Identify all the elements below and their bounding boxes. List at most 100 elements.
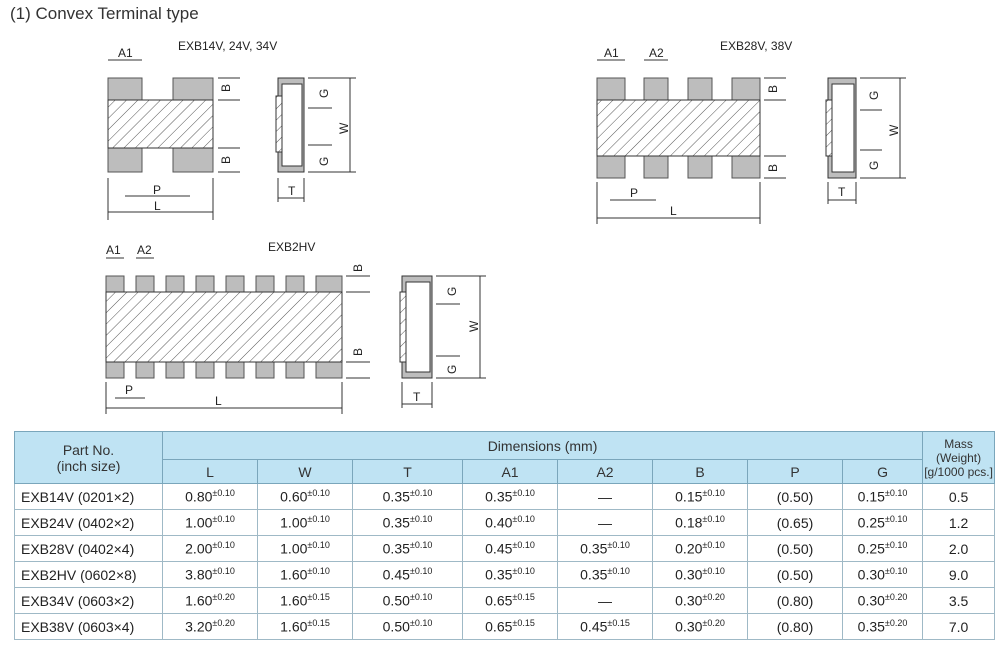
tolerance-value: ±0.20 — [884, 618, 908, 629]
dimension-cell-w: 1.00±0.10 — [257, 509, 353, 536]
dimension-cell-a2: 0.45±0.15 — [557, 613, 653, 640]
dimension-cell-a2: 0.35±0.10 — [557, 561, 653, 588]
dimensions-table: Part No. (inch size) Dimensions (mm) Mas… — [14, 431, 996, 640]
tolerance-value: ±0.10 — [409, 566, 433, 577]
dimension-cell-g: 0.30±0.10 — [841, 561, 924, 588]
part-number-cell: EXB14V (0201×2) — [14, 483, 163, 510]
mass-cell: 3.5 — [922, 587, 996, 614]
tolerance-value: ±0.10 — [702, 540, 725, 551]
dimension-cell-p: (0.50) — [747, 535, 843, 562]
tolerance-value: ±0.10 — [307, 488, 330, 499]
dimension-value: 0.35 — [485, 566, 513, 583]
diagram-title-exb14v: EXB14V, 24V, 34V — [178, 39, 277, 53]
col-header-b: B — [652, 459, 748, 484]
dimension-value: 0.18 — [675, 514, 703, 531]
tolerance-value: ±0.10 — [409, 540, 433, 551]
dimension-value: (0.80) — [776, 618, 814, 635]
dimension-cell-t: 0.35±0.10 — [352, 483, 463, 510]
mass-cell: 7.0 — [922, 613, 996, 640]
col-header-w: W — [257, 459, 353, 484]
dimension-value: (0.65) — [776, 514, 814, 531]
dim-a1-label: A1 — [106, 243, 121, 257]
part-no-header-line2: (inch size) — [56, 457, 121, 474]
tolerance-value: ±0.10 — [212, 488, 235, 499]
dimension-cell-t: 0.50±0.10 — [352, 613, 463, 640]
part-number-cell: EXB28V (0402×4) — [14, 535, 163, 562]
dimension-value: 0.35 — [580, 566, 608, 583]
dimension-value: 0.30 — [857, 592, 885, 609]
tolerance-value: ±0.10 — [212, 540, 235, 551]
dimension-value: 0.30 — [857, 566, 885, 583]
dimension-cell-g: 0.25±0.10 — [841, 509, 924, 536]
dimension-value: 0.65 — [485, 592, 513, 609]
dimension-value: 3.20 — [185, 618, 213, 635]
tolerance-value: ±0.10 — [702, 566, 725, 577]
col-header-a2: A2 — [557, 459, 653, 484]
dimension-value: 0.15 — [857, 488, 885, 505]
dimension-value: 1.00 — [280, 514, 308, 531]
tolerance-value: ±0.10 — [884, 514, 908, 525]
dim-a2-label: A2 — [649, 46, 664, 60]
dimension-cell-b: 0.30±0.20 — [652, 613, 748, 640]
dim-b-bottom-label: B — [766, 164, 780, 172]
dimension-cell-l: 2.00±0.10 — [162, 535, 258, 562]
dim-g-top-label: G — [445, 287, 459, 296]
dimension-cell-b: 0.20±0.10 — [652, 535, 748, 562]
dimension-cell-a2: 0.35±0.10 — [557, 535, 653, 562]
dimension-value: 2.00 — [185, 540, 213, 557]
dimension-cell-p: (0.80) — [747, 587, 843, 614]
tolerance-value: ±0.10 — [702, 514, 725, 525]
dimension-value: 1.60 — [185, 592, 213, 609]
tolerance-value: ±0.10 — [884, 540, 908, 551]
dimension-cell-p: (0.80) — [747, 613, 843, 640]
dimension-value: (0.50) — [776, 540, 814, 557]
tolerance-value: ±0.10 — [307, 514, 330, 525]
part-number-cell: EXB24V (0402×2) — [14, 509, 163, 536]
dim-b-top-label: B — [766, 85, 780, 93]
dimension-value: 0.30 — [675, 618, 703, 635]
dimension-cell-g: 0.30±0.20 — [841, 587, 924, 614]
dimension-value: 0.80 — [185, 488, 213, 505]
dimension-value: 0.35 — [857, 618, 885, 635]
dimension-cell-l: 1.00±0.10 — [162, 509, 258, 536]
dimension-cell-a2: — — [557, 509, 653, 536]
dimension-value: 0.25 — [857, 540, 885, 557]
tolerance-value: ±0.20 — [702, 618, 725, 629]
dim-t-label: T — [838, 185, 846, 199]
dimension-cell-a1: 0.35±0.10 — [462, 561, 558, 588]
tolerance-value: ±0.10 — [512, 488, 535, 499]
dimensions-header: Dimensions (mm) — [161, 431, 924, 460]
dimension-value: 1.60 — [280, 592, 308, 609]
dimension-cell-a1: 0.65±0.15 — [462, 587, 558, 614]
dimension-value: 1.60 — [280, 618, 308, 635]
dimension-value: 1.00 — [280, 540, 308, 557]
tolerance-value: ±0.10 — [607, 540, 630, 551]
tolerance-value: ±0.10 — [512, 540, 535, 551]
mass-cell: 1.2 — [922, 509, 996, 536]
mass-header-line1: Mass (Weight) — [936, 436, 982, 465]
dim-g-top-label: G — [867, 91, 881, 100]
tolerance-value: ±0.10 — [307, 566, 330, 577]
col-header-l: L — [162, 459, 258, 484]
dim-w-label: W — [467, 320, 481, 332]
tolerance-value: ±0.10 — [409, 618, 433, 629]
dimension-cell-w: 1.60±0.15 — [257, 587, 353, 614]
dim-g-bottom-label: G — [445, 365, 459, 374]
dim-l-label: L — [154, 199, 161, 213]
dim-p-label: P — [125, 383, 133, 397]
tolerance-value: ±0.10 — [607, 566, 630, 577]
part-number-cell: EXB34V (0603×2) — [14, 587, 163, 614]
dim-t-label: T — [288, 184, 296, 198]
tolerance-value: ±0.10 — [702, 488, 725, 499]
diagram-exb2hv: EXB2HV A1 A2 P L — [105, 240, 486, 414]
tolerance-value: ±0.20 — [212, 618, 235, 629]
dimension-value: (0.50) — [776, 488, 814, 505]
dimension-cell-g: 0.35±0.20 — [841, 613, 924, 640]
dimension-cell-t: 0.35±0.10 — [352, 535, 463, 562]
dimension-cell-g: 0.25±0.10 — [841, 535, 924, 562]
dimension-value: 1.60 — [280, 566, 308, 583]
dimension-value: 0.50 — [382, 618, 410, 635]
dim-w-label: W — [337, 122, 351, 134]
